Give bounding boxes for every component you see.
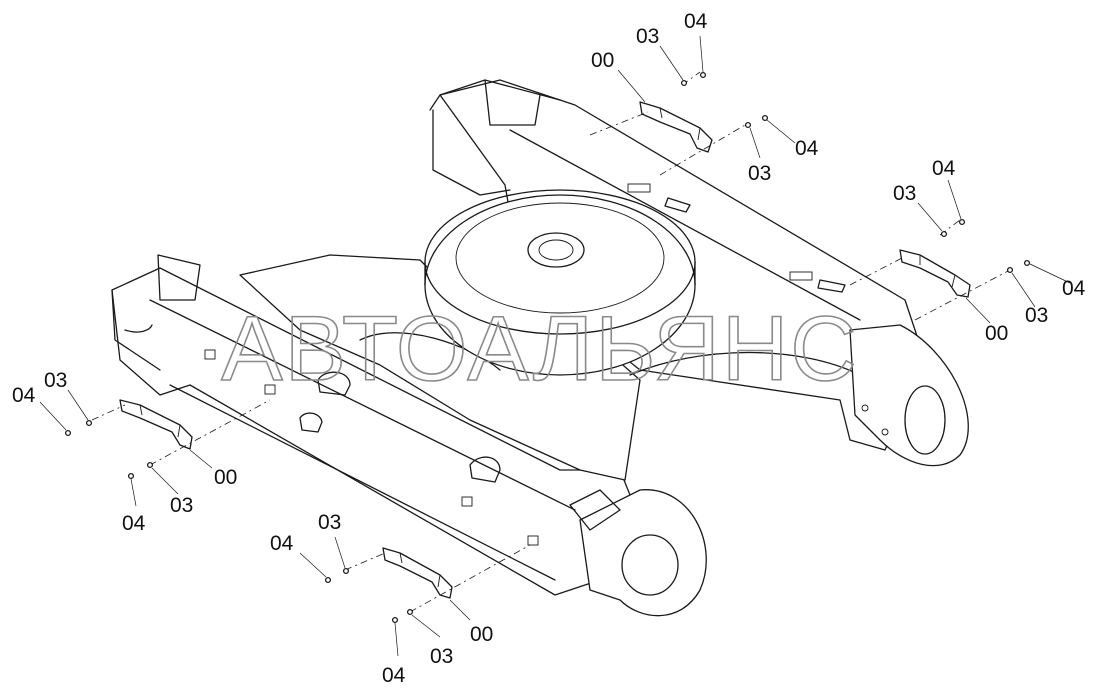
label-bracket: 00 — [985, 322, 1008, 345]
part-labels: 04 03 00 03 04 04 03 00 03 04 03 04 00 0… — [12, 10, 1086, 687]
slewing-ring — [424, 189, 696, 376]
label-bracket: 00 — [214, 466, 237, 489]
label-bolt: 04 — [684, 10, 708, 33]
label-bracket: 00 — [470, 623, 493, 646]
label-washer: 03 — [893, 182, 916, 205]
label-bolt: 04 — [382, 664, 406, 687]
assembly-lines — [91, 71, 1011, 613]
label-washer: 03 — [170, 494, 193, 517]
guide-bracket-left — [119, 399, 193, 450]
label-washer: 03 — [1025, 304, 1048, 327]
label-bolt: 04 — [1062, 277, 1086, 300]
guide-bracket-bottom — [382, 547, 453, 599]
label-bolt: 04 — [122, 512, 146, 535]
label-bolt: 04 — [270, 532, 294, 555]
guide-bracket-top — [639, 101, 713, 153]
label-washer: 03 — [318, 511, 341, 534]
rear-hub — [849, 324, 969, 467]
label-washer: 03 — [636, 25, 659, 48]
label-bolt: 04 — [932, 157, 956, 180]
label-washer: 03 — [44, 369, 67, 392]
leader-lines — [39, 35, 1071, 657]
label-washer: 03 — [430, 645, 453, 668]
label-bracket: 00 — [591, 49, 614, 72]
fasteners — [64, 71, 1031, 624]
label-bolt: 04 — [795, 137, 819, 160]
front-hub — [569, 489, 707, 617]
label-washer: 03 — [748, 162, 771, 185]
frame-details — [204, 183, 846, 546]
watermark-text: АВТОАЛЬЯНС — [221, 298, 859, 400]
label-bolt: 04 — [12, 384, 36, 407]
guide-bracket-right — [899, 249, 971, 298]
